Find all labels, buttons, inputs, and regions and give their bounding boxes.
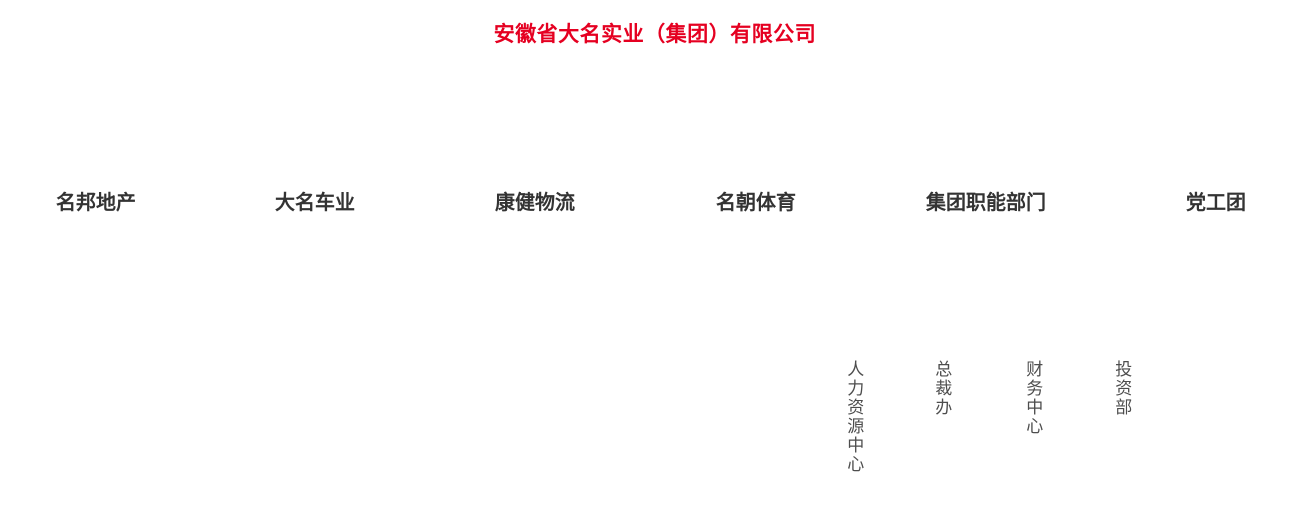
division-node-kangjian-logistics[interactable]: 康健物流 (495, 192, 575, 214)
dept-node-investment-dept[interactable]: 投资部 (1112, 360, 1132, 417)
dept-node-president-office[interactable]: 总裁办 (932, 360, 952, 417)
division-node-group-functions[interactable]: 集团职能部门 (926, 192, 1046, 214)
dept-node-hr-center[interactable]: 人力资源中心 (844, 360, 864, 474)
division-node-mingchao-sports[interactable]: 名朝体育 (716, 192, 796, 214)
dept-node-finance-center[interactable]: 财务中心 (1023, 360, 1043, 436)
company-title: 安徽省大名实业（集团）有限公司 (493, 23, 817, 46)
division-node-party-union[interactable]: 党工团 (1186, 192, 1246, 214)
division-node-daming-auto[interactable]: 大名车业 (275, 192, 355, 214)
division-node-mingbang-property[interactable]: 名邦地产 (56, 192, 136, 214)
